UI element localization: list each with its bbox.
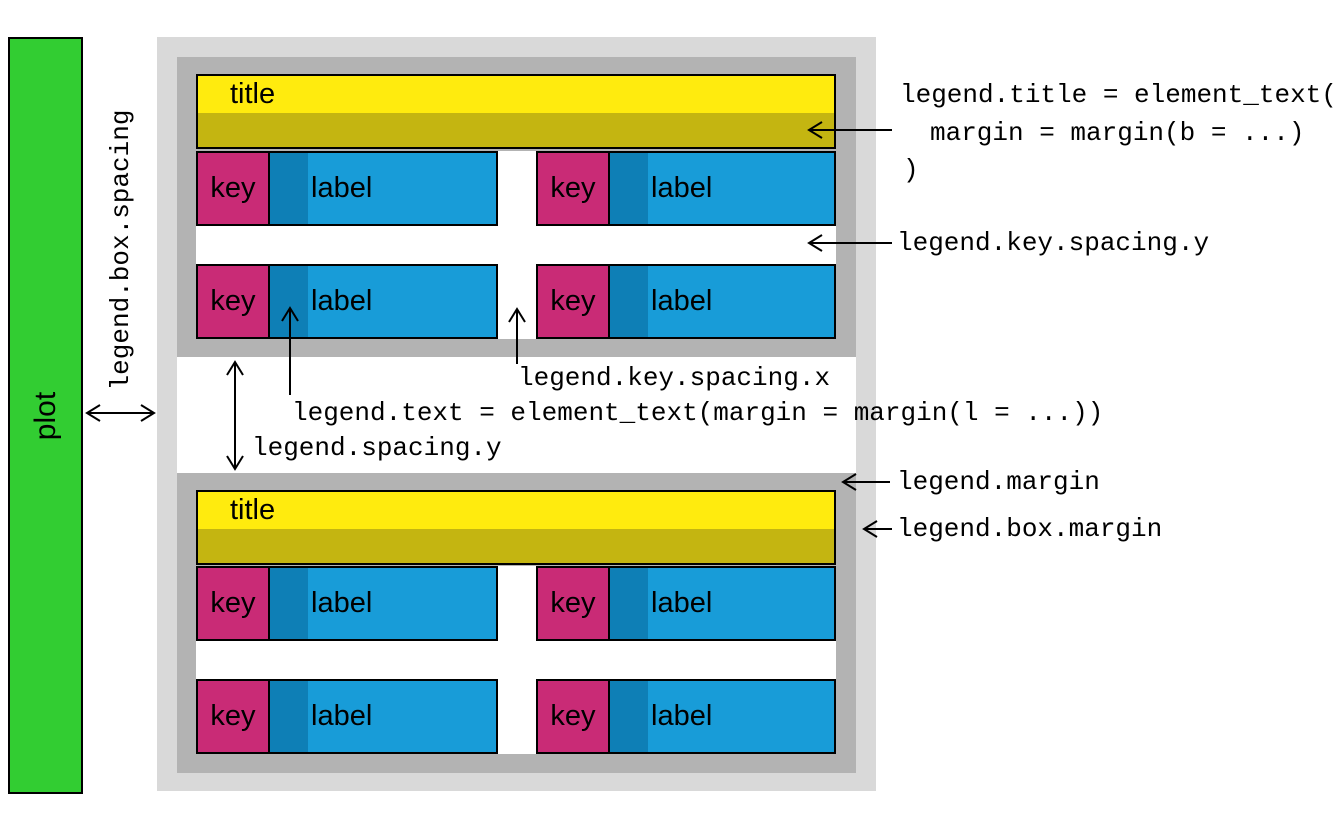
box-spacing-double-arrow: [85, 404, 156, 422]
legend-title-box: title: [196, 74, 836, 149]
legend-key-box: key: [198, 266, 270, 337]
text-margin-strip: [270, 153, 308, 224]
legend-title-code-line3: ): [903, 155, 919, 185]
legend-key-box: key: [198, 153, 270, 224]
text-margin-strip: [270, 568, 308, 639]
legend-label-text: label: [311, 587, 373, 619]
legend-title-code-line1: legend.title = element_text(: [900, 80, 1337, 110]
legend-key-box: key: [538, 153, 610, 224]
text-margin-strip: [610, 153, 648, 224]
legend-label-text: label: [311, 700, 373, 732]
legend-entry: key label: [196, 264, 498, 339]
legend-box-spacing-label: legend.box.spacing: [106, 109, 136, 391]
text-margin-strip: [270, 681, 308, 752]
text-margin-strip: [610, 681, 648, 752]
legend-title-box: title: [196, 490, 836, 565]
legend-title-text: title: [198, 492, 834, 529]
key-spacing-x-gap: [498, 151, 536, 339]
legend-title-code-line2: margin = margin(b = ...): [930, 118, 1305, 148]
plot-label: plot: [28, 391, 62, 440]
legend-label-text: label: [651, 172, 713, 204]
legend-entry: key label: [196, 679, 498, 754]
legend-key-box: key: [198, 568, 270, 639]
key-spacing-x-gap: [498, 566, 536, 754]
legend-title-text: title: [198, 76, 834, 113]
legend-entry: key label: [536, 679, 836, 754]
legend-label-text: label: [311, 285, 373, 317]
legend-entry: key label: [196, 566, 498, 641]
legend-spacing-y-label: legend.spacing.y: [252, 433, 502, 463]
legend-key-box: key: [538, 568, 610, 639]
legend-text-code-label: legend.text = element_text(margin = marg…: [292, 398, 1104, 428]
legend-entry: key label: [536, 151, 836, 226]
legend-key-spacing-y-label: legend.key.spacing.y: [897, 228, 1210, 258]
legend-entry: key label: [536, 264, 836, 339]
legend-key-spacing-x-label: legend.key.spacing.x: [518, 363, 831, 393]
legend-key-box: key: [538, 266, 610, 337]
legend-2: title key label key label key label key …: [177, 473, 856, 773]
legend-label-text: label: [651, 285, 713, 317]
text-margin-strip: [270, 266, 308, 337]
legend-label-text: label: [311, 172, 373, 204]
legend-key-box: key: [198, 681, 270, 752]
legend-entry: key label: [196, 151, 498, 226]
plot-area-box: plot: [8, 37, 83, 794]
legend-margin-label: legend.margin: [897, 467, 1100, 497]
legend-entry: key label: [536, 566, 836, 641]
text-margin-strip: [610, 568, 648, 639]
legend-key-box: key: [538, 681, 610, 752]
text-margin-strip: [610, 266, 648, 337]
legend-label-text: label: [651, 700, 713, 732]
legend-label-text: label: [651, 587, 713, 619]
legend-box-margin-label: legend.box.margin: [897, 514, 1163, 544]
legend-1: title key label key label key label key …: [177, 57, 856, 357]
